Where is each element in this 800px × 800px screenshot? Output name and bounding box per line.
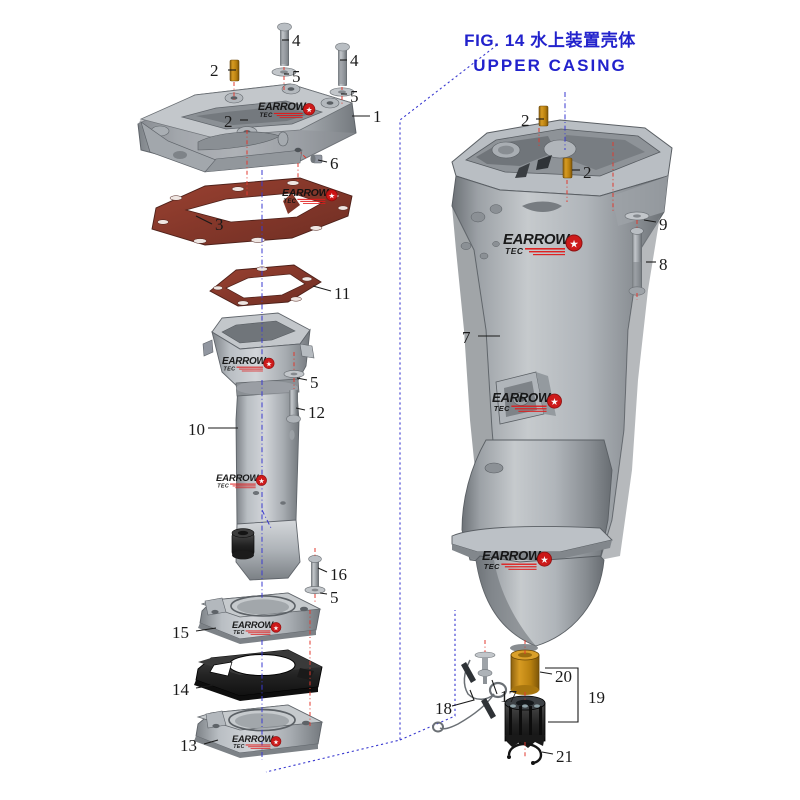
part-long-bolt-b — [335, 42, 350, 86]
part-flat-washer-c — [283, 370, 305, 378]
callout-number-17: 17 — [500, 687, 517, 706]
part-upper-casing-cover — [137, 83, 357, 173]
callout-number-1: 1 — [373, 107, 382, 126]
callout-number-2: 2 — [521, 111, 530, 130]
figure-title-en: UPPER CASING — [473, 56, 627, 75]
part-brass-bushing — [510, 649, 540, 695]
callout-bracket-19 — [545, 667, 579, 723]
section-boundary-line — [265, 44, 498, 773]
part-lower-gasket — [209, 264, 322, 307]
callout-number-10: 10 — [188, 420, 205, 439]
callout-number-5: 5 — [292, 67, 301, 86]
part-water-pump-assembly — [504, 695, 546, 748]
part-lanyard-screw — [474, 651, 496, 684]
callout-number-6: 6 — [330, 154, 339, 173]
callout-number-3: 3 — [215, 215, 224, 234]
callout-number-14: 14 — [172, 680, 189, 699]
part-upper-casing-body — [451, 119, 673, 652]
figure-title: FIG. 14 水上装置壳体 UPPER CASING — [400, 28, 700, 78]
callout-number-5: 5 — [330, 588, 339, 607]
part-mount-washer — [624, 211, 650, 221]
part-mount-bolt — [628, 227, 646, 296]
callout-number-7: 7 — [462, 328, 471, 347]
callout-number-21: 21 — [556, 747, 573, 766]
callout-number-19: 19 — [588, 688, 605, 707]
callout-number-2: 2 — [210, 61, 219, 80]
part-tube-grommet — [231, 528, 255, 560]
part-drain-plug — [310, 154, 323, 164]
callout-number-8: 8 — [659, 255, 668, 274]
callout-number-13: 13 — [180, 736, 197, 755]
callout-leader-lines — [195, 39, 657, 755]
callout-number-11: 11 — [334, 284, 351, 303]
part-rubber-mount-plate — [194, 649, 323, 701]
callout-number-9: 9 — [659, 215, 668, 234]
part-lower-mount-bracket — [194, 704, 324, 758]
part-retaining-clip — [507, 742, 543, 765]
part-lanyard-clip — [461, 662, 496, 719]
part-short-bolt — [286, 390, 301, 424]
part-dowel-pin-d — [562, 157, 573, 179]
part-upper-gasket — [151, 177, 353, 246]
callout-number-4: 4 — [350, 51, 359, 70]
part-long-bolt-a — [277, 22, 292, 66]
callout-number-20: 20 — [555, 667, 572, 686]
callout-number-18: 18 — [435, 699, 452, 718]
callout-number-2: 2 — [583, 163, 592, 182]
callout-number-12: 12 — [308, 403, 325, 422]
part-exhaust-tube-housing — [202, 312, 315, 581]
part-flat-washer-d — [304, 586, 326, 594]
part-upper-mount-bracket — [198, 592, 322, 644]
part-bracket-bolt — [308, 555, 322, 590]
callout-number-15: 15 — [172, 623, 189, 642]
assembly-center-lines — [233, 67, 638, 758]
callout-number-16: 16 — [330, 565, 347, 584]
callout-number-2: 2 — [224, 112, 233, 131]
part-dowel-pin-c — [538, 105, 549, 127]
callout-number-5: 5 — [310, 373, 319, 392]
callout-number-4: 4 — [292, 31, 301, 50]
callout-number-5: 5 — [350, 87, 359, 106]
figure-title-cn: FIG. 14 水上装置壳体 — [464, 31, 636, 50]
vertical-center-lines — [261, 92, 566, 760]
